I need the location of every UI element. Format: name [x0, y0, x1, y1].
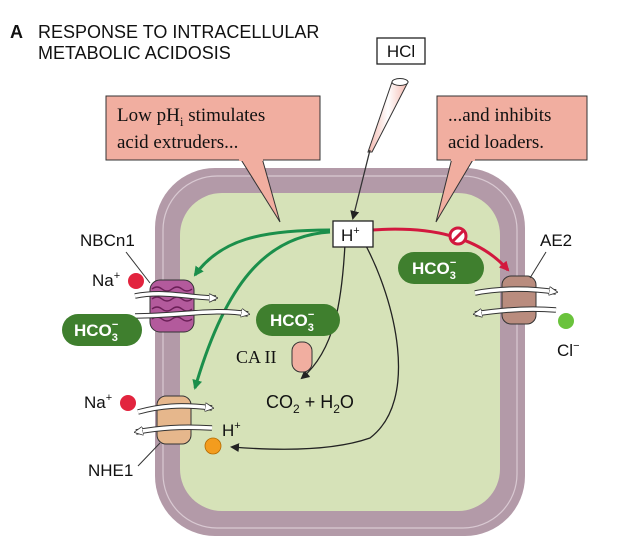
membrane-inner-line — [162, 175, 518, 529]
callout-inhibits: ...and inhibits acid loaders. — [435, 95, 588, 223]
ca2-enzyme — [291, 341, 313, 373]
callout-right-line1: ...and inhibits — [448, 105, 551, 126]
ae2-leader-line — [529, 251, 547, 279]
panel-title-line2: METABOLIC ACIDOSIS — [38, 43, 231, 63]
cytosol-hco3-label: HCO3− — [270, 309, 314, 334]
proton-box-label: H+ — [341, 225, 360, 245]
nhe1-transporter — [136, 395, 212, 445]
nbcn1-hco3-pill — [62, 314, 142, 346]
callout-stimulates: Low pHi stimulates acid extruders... — [105, 95, 321, 223]
stimulate-arrow-nhe1 — [192, 230, 331, 390]
cytosol-hco3-pill — [256, 304, 340, 336]
nhe1-label: NHE1 — [88, 461, 133, 480]
ae2-transporter — [475, 275, 556, 325]
callout-left-line1: Low pHi stimulates — [117, 105, 265, 129]
nbcn1-leader-line — [125, 251, 151, 284]
chloride-ion — [558, 313, 574, 329]
sodium-ion-nhe1 — [120, 395, 136, 411]
nhe1-sodium-label: Na+ — [84, 392, 112, 412]
nbcn1-transporter — [134, 279, 248, 333]
nhe1-proton-label: H+ — [222, 420, 241, 440]
proton-ion — [204, 437, 222, 455]
nhe1-leader-line — [137, 442, 161, 467]
sodium-ion-nbcn1 — [128, 273, 144, 289]
ae2-hco3-pill — [398, 252, 484, 284]
nbcn1-hco3-label: HCO3− — [74, 319, 118, 344]
hcl-box — [376, 37, 426, 65]
callout-right-line2: acid loaders. — [448, 132, 544, 153]
callout-left-line2: acid extruders... — [117, 132, 238, 153]
hcl-label: HCl — [387, 42, 415, 61]
prohibited-icon — [448, 226, 468, 246]
proton-to-nhe1-arrow — [230, 243, 400, 453]
nbcn1-label: NBCn1 — [80, 231, 135, 250]
ca2-label: CA II — [236, 347, 277, 367]
nbcn1-sodium-label: Na+ — [92, 270, 120, 290]
panel-title-line1: RESPONSE TO INTRACELLULAR — [38, 22, 319, 42]
proton-box — [332, 220, 374, 248]
chloride-label: Cl− — [557, 340, 580, 360]
panel-letter: A — [10, 22, 23, 42]
ae2-hco3-label: HCO3− — [412, 257, 456, 282]
ae2-label: AE2 — [540, 231, 572, 250]
co2-h2o-label: CO2 + H2O — [266, 392, 354, 416]
stimulate-arrow-nbcn1 — [193, 228, 331, 277]
hcl-pipette — [350, 78, 409, 220]
